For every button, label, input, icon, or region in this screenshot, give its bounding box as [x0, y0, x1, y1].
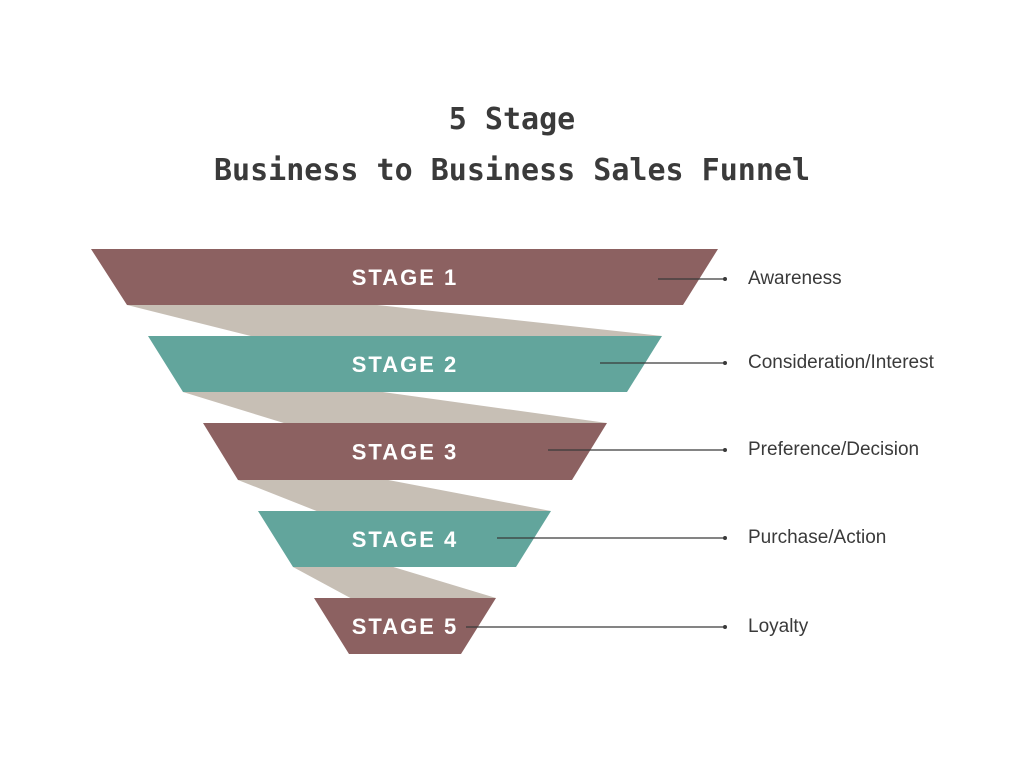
leader-dot [723, 277, 727, 281]
stage-1-band [91, 249, 718, 305]
stage-2-label: Consideration/Interest [748, 352, 934, 373]
stage-5-band [314, 598, 496, 654]
leader-dot [723, 625, 727, 629]
stage-3-label: Preference/Decision [748, 439, 920, 460]
title-line-2: Business to Business Sales Funnel [213, 153, 811, 188]
stage-2-title: STAGE 2 [352, 352, 459, 377]
stage-3-title: STAGE 3 [352, 440, 459, 465]
stage-4-title: STAGE 4 [352, 527, 459, 552]
leader-dot [723, 448, 727, 452]
connector-band [183, 392, 607, 423]
connector-band [293, 567, 496, 598]
stage-1-title: STAGE 1 [352, 265, 459, 290]
stage-3-band [203, 423, 607, 480]
connector-band [127, 305, 662, 336]
leader-dot [723, 361, 727, 365]
stage-2-band [148, 336, 662, 392]
title-line-1: 5 Stage [448, 102, 576, 137]
stage-5-title: STAGE 5 [352, 614, 459, 639]
stage-1-label: Awareness [748, 268, 842, 289]
leader-dot [723, 536, 727, 540]
stage-4-band [258, 511, 551, 567]
stage-5-label: Loyalty [748, 616, 809, 637]
stage-4-label: Purchase/Action [748, 527, 887, 548]
connector-band [238, 480, 551, 511]
